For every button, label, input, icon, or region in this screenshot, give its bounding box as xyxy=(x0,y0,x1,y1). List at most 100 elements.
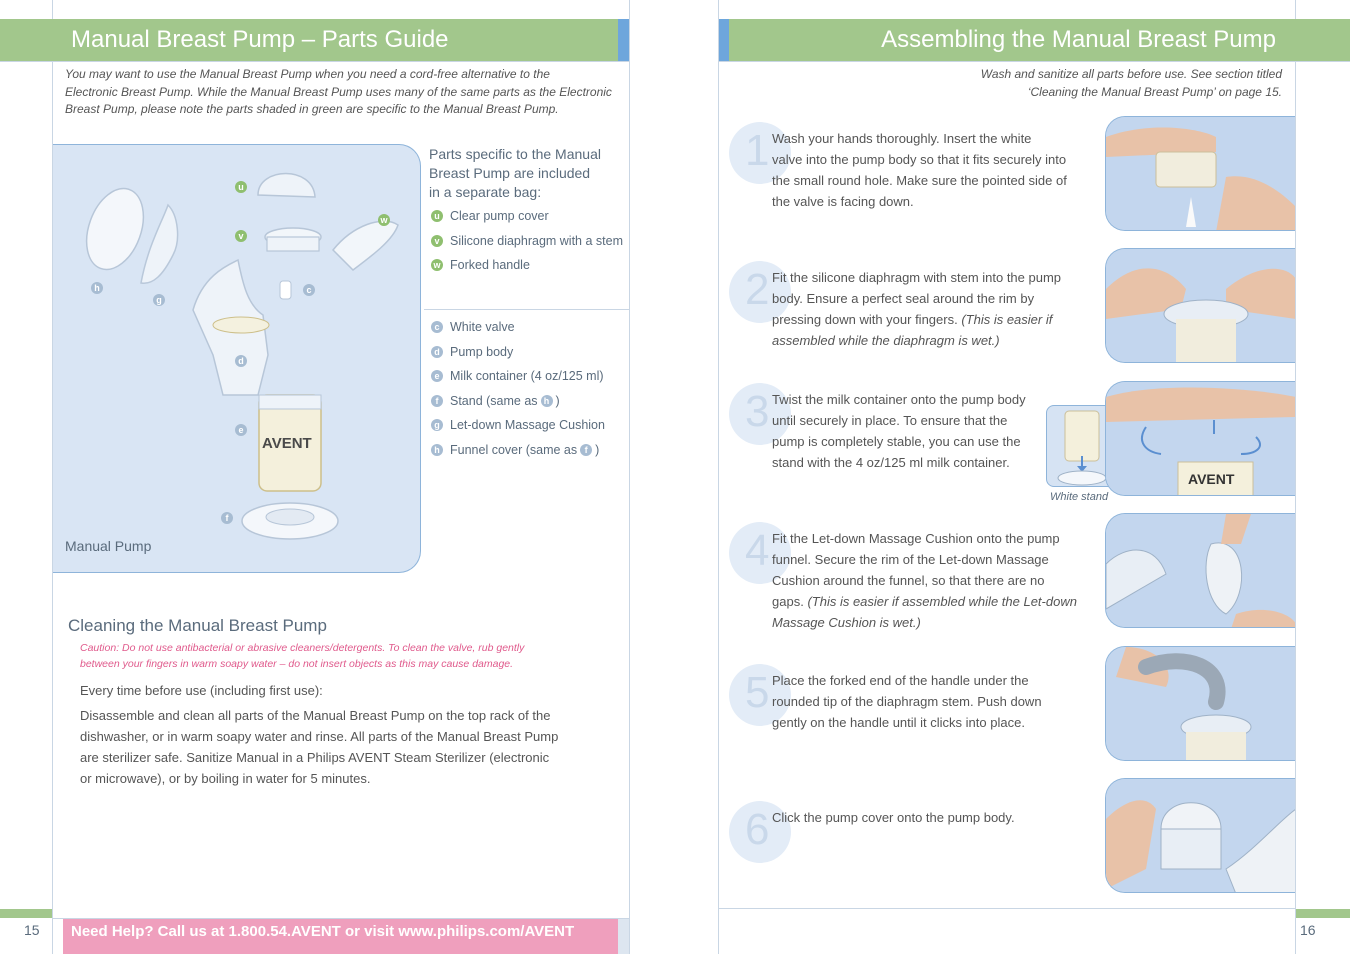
step-circle xyxy=(729,522,791,584)
step-number: 6 xyxy=(745,805,770,854)
ref-badge-icon: f xyxy=(580,443,593,456)
body-line: or microwave), or by boiling in water fo… xyxy=(80,771,371,786)
step-text: Place the forked end of the handle under… xyxy=(772,670,1042,733)
heading-line: in a separate bag: xyxy=(429,184,542,200)
body-line: dishwasher, or in warm soapy water and r… xyxy=(80,729,559,744)
step-text: Wash your hands thoroughly. Insert the w… xyxy=(772,128,1067,212)
badge-icon: d xyxy=(431,345,443,358)
step-line: pump is completely stable, you can use t… xyxy=(772,434,1021,449)
step-line: pressing down with your fingers. xyxy=(772,312,958,327)
diagram-label-g: g xyxy=(153,294,165,306)
parts-common-list: c White valve d Pump body e Milk container … xyxy=(431,315,605,462)
right-page-edge-line xyxy=(718,0,719,954)
badge-icon: c xyxy=(431,321,443,334)
step-line: stand with the 4 oz/125 ml milk containe… xyxy=(772,455,1010,470)
badge-icon: u xyxy=(431,210,443,223)
white-stand-caption: White stand xyxy=(1050,491,1109,503)
diagram-caption: Manual Pump xyxy=(65,538,152,554)
close-paren: ) xyxy=(555,393,560,408)
diagram-label-u: u xyxy=(235,181,247,193)
step-text: Fit the silicone diaphragm with stem int… xyxy=(772,267,1061,351)
diagram-label-h: h xyxy=(91,282,103,294)
list-item: e Milk container (4 oz/125 ml) xyxy=(431,364,605,389)
step-number: 2 xyxy=(745,265,770,314)
heading-line: Parts specific to the Manual xyxy=(429,146,601,162)
help-bar-tab xyxy=(618,919,629,954)
step-text: Click the pump cover onto the pump body. xyxy=(772,807,1015,828)
step-number: 3 xyxy=(745,387,770,436)
badge-icon: e xyxy=(431,370,443,383)
body-line: are sterilizer safe. Sanitize Manual in … xyxy=(80,750,550,765)
step-4-photo xyxy=(1105,513,1295,628)
step-circle xyxy=(729,122,791,184)
list-item: c White valve xyxy=(431,315,605,340)
left-footer-line xyxy=(52,918,630,919)
step-line: Twist the milk container onto the pump b… xyxy=(772,392,1026,407)
body-line: Disassemble and clean all parts of the M… xyxy=(80,708,551,723)
step-line: the small round hole. Make sure the poin… xyxy=(772,173,1067,188)
part-label: White valve xyxy=(450,320,515,335)
step-3-photo: AVENT xyxy=(1105,381,1295,496)
part-label: Forked handle xyxy=(450,258,530,273)
left-page-number: 15 xyxy=(24,922,40,938)
right-title-tab xyxy=(719,19,729,61)
diagram-label-c: c xyxy=(303,284,315,296)
close-paren: ) xyxy=(595,442,600,457)
step-line: gently on the handle until it clicks int… xyxy=(772,715,1025,730)
left-margin-line xyxy=(52,0,53,954)
parts-specific-heading: Parts specific to the Manual Breast Pump… xyxy=(429,145,619,202)
step-line: Click the pump cover onto the pump body. xyxy=(772,810,1015,825)
badge-icon: v xyxy=(431,234,443,247)
step-line: Cushion around the funnel, so that there… xyxy=(772,573,1045,588)
caution-line: between your fingers in warm soapy water… xyxy=(80,658,514,670)
left-header-line xyxy=(0,61,629,62)
help-bar[interactable]: Need Help? Call us at 1.800.54.AVENT or … xyxy=(63,919,618,954)
badge-icon: h xyxy=(431,443,443,456)
photo-brand-label: AVENT xyxy=(1188,471,1235,487)
part-label: Funnel cover (same as xyxy=(450,442,578,457)
caution-line: Caution: Do not use antibacterial or abr… xyxy=(80,642,525,654)
step-text: Twist the milk container onto the pump b… xyxy=(772,389,1026,473)
intro-line: You may want to use the Manual Breast Pu… xyxy=(65,67,550,81)
right-footer-line xyxy=(718,908,1296,909)
left-page-title: Manual Breast Pump – Parts Guide xyxy=(0,19,618,61)
step-line: Place the forked end of the handle under… xyxy=(772,673,1029,688)
step-2-photo xyxy=(1105,248,1295,363)
step-line: Wash your hands thoroughly. Insert the w… xyxy=(772,131,1032,146)
badge-icon: w xyxy=(431,259,443,272)
step-line: Fit the Let-down Massage Cushion onto th… xyxy=(772,531,1060,546)
step-number: 4 xyxy=(745,526,770,575)
list-item: d Pump body xyxy=(431,340,605,365)
white-stand-image xyxy=(1046,405,1116,487)
step-5-photo xyxy=(1105,646,1295,761)
badge-icon: g xyxy=(431,419,443,432)
right-page-number: 16 xyxy=(1300,922,1316,938)
step-circle xyxy=(729,261,791,323)
diagram-label-v: v xyxy=(235,230,247,242)
part-label: Milk container (4 oz/125 ml) xyxy=(450,369,604,384)
step-line: funnel. Secure the rim of the Let-down M… xyxy=(772,552,1049,567)
step-note: (This is easier if xyxy=(961,312,1053,327)
step-number: 5 xyxy=(745,668,770,717)
container-brand-label: AVENT xyxy=(262,435,312,452)
part-label: Pump body xyxy=(450,344,514,359)
right-footer-accent xyxy=(1296,909,1350,918)
every-time-text: Every time before use (including first u… xyxy=(80,683,323,698)
left-title-tab xyxy=(618,19,629,61)
ref-badge-icon: h xyxy=(540,394,553,407)
parts-diagram-panel: AVENT u v w h g c d e f Manual Pump xyxy=(53,144,421,573)
step-text: Fit the Let-down Massage Cushion onto th… xyxy=(772,528,1077,633)
step-line: until securely in place. To ensure that … xyxy=(772,413,1008,428)
intro-line: Breast Pump, please note the parts shade… xyxy=(65,102,559,116)
badge-icon: f xyxy=(431,394,443,407)
right-header-line xyxy=(718,61,1350,62)
step-line: valve into the pump body so that it fits… xyxy=(772,152,1067,167)
left-intro: You may want to use the Manual Breast Pu… xyxy=(65,66,625,119)
step-note: assembled while the diaphragm is wet.) xyxy=(772,333,1000,348)
step-line: Fit the silicone diaphragm with stem int… xyxy=(772,270,1062,285)
